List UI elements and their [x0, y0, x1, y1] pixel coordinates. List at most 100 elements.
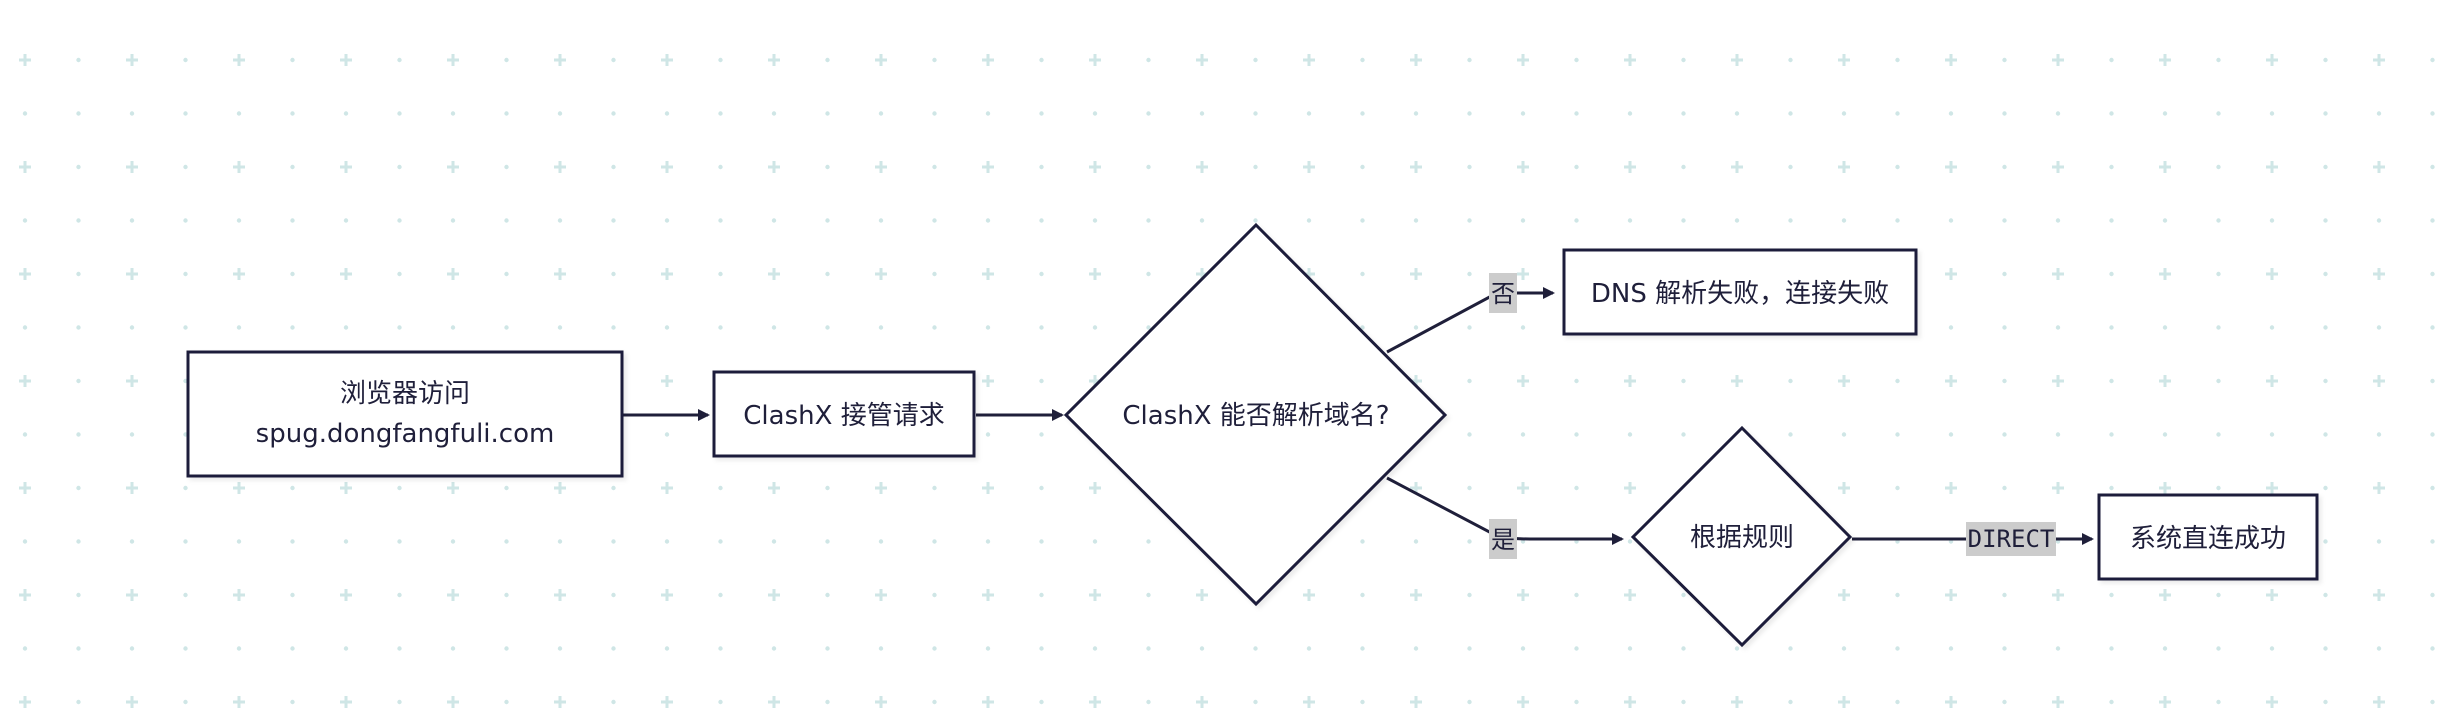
grid-dot — [825, 485, 830, 491]
grid-dot — [2216, 111, 2221, 116]
node-direct-success[interactable]: 系统直连成功 — [2097, 493, 2319, 581]
grid-dot — [2002, 592, 2007, 598]
grid-dot — [2002, 325, 2007, 330]
grid-plus — [126, 54, 138, 66]
grid-plus — [2159, 268, 2171, 280]
grid-plus — [2373, 375, 2385, 387]
grid-plus — [875, 268, 887, 280]
grid-dot — [76, 485, 81, 491]
node-dns-decision[interactable]: ClashX 能否解析域名? — [1063, 222, 1448, 607]
edge-label-no-text: 否 — [1491, 280, 1515, 308]
grid-dot — [664, 218, 670, 223]
grid-dot — [718, 111, 723, 116]
grid-dot — [183, 218, 188, 223]
grid-plus — [1945, 54, 1957, 66]
grid-dot — [1146, 539, 1151, 544]
grid-dot — [1092, 325, 1098, 330]
grid-plus — [2052, 482, 2064, 494]
grid-dot — [1574, 378, 1579, 384]
grid-dot — [1788, 57, 1793, 63]
grid-dot — [2430, 646, 2435, 651]
grid-dot — [236, 325, 242, 330]
grid-dot — [236, 646, 242, 651]
grid-dot — [343, 325, 349, 330]
grid-dot — [397, 592, 402, 598]
grid-dot — [397, 57, 402, 63]
grid-dot — [2269, 432, 2275, 437]
grid-plus — [126, 696, 138, 708]
grid-dot — [825, 271, 830, 277]
node-browser-access-line2: spug.dongfangfuli.com — [256, 419, 555, 449]
grid-dot — [397, 111, 402, 116]
grid-plus — [19, 161, 31, 173]
grid-plus — [233, 161, 245, 173]
grid-plus — [1517, 161, 1529, 173]
grid-dot — [2323, 111, 2328, 116]
grid-dot — [2430, 485, 2435, 491]
edge-dns-decision-to-fail[interactable] — [1386, 287, 1555, 354]
grid-dot — [343, 111, 349, 116]
grid-plus — [2052, 54, 2064, 66]
grid-dot — [771, 646, 777, 651]
grid-dot — [1841, 646, 1847, 651]
grid-dot — [1039, 57, 1044, 63]
node-rule-decision[interactable]: 根据规则 — [1630, 425, 1853, 648]
grid-plus — [340, 268, 352, 280]
grid-plus — [233, 54, 245, 66]
grid-dot — [1681, 699, 1686, 705]
grid-plus — [19, 375, 31, 387]
grid-dot — [985, 539, 991, 544]
grid-dot — [2323, 699, 2328, 705]
grid-plus — [1731, 161, 1743, 173]
grid-dot — [1039, 271, 1044, 277]
grid-dot — [2323, 485, 2328, 491]
grid-dot — [1895, 111, 1900, 116]
grid-dot — [1841, 432, 1847, 437]
grid-plus — [2052, 268, 2064, 280]
grid-plus — [447, 589, 459, 601]
grid-dot — [129, 646, 135, 651]
grid-dot — [1841, 218, 1847, 223]
grid-dot — [1039, 539, 1044, 544]
grid-dot — [1788, 218, 1793, 223]
grid-plus — [340, 482, 352, 494]
grid-dot — [1039, 699, 1044, 705]
grid-dot — [129, 111, 135, 116]
grid-dot — [2430, 57, 2435, 63]
edge-label-direct-text: DIRECT — [1968, 525, 2055, 553]
grid-dot — [1039, 218, 1044, 223]
grid-dot — [1467, 111, 1472, 116]
grid-dot — [2002, 646, 2007, 651]
grid-dot — [1306, 646, 1312, 651]
node-clashx-takeover[interactable]: ClashX 接管请求 — [712, 370, 976, 458]
grid-plus — [1303, 161, 1315, 173]
grid-dot — [771, 325, 777, 330]
grid-dot — [1895, 699, 1900, 705]
node-dns-fail[interactable]: DNS 解析失败，连接失败 — [1562, 248, 1918, 336]
node-browser-access[interactable]: 浏览器访问 spug.dongfangfuli.com — [186, 350, 624, 478]
grid-dot — [1681, 378, 1686, 384]
grid-plus — [1410, 161, 1422, 173]
grid-dot — [2269, 218, 2275, 223]
grid-dot — [2162, 218, 2168, 223]
grid-dot — [2216, 57, 2221, 63]
grid-dot — [2109, 164, 2114, 170]
grid-plus — [1945, 161, 1957, 173]
grid-plus — [661, 161, 673, 173]
grid-dot — [1467, 539, 1472, 544]
grid-dot — [76, 218, 81, 223]
grid-dot — [2430, 378, 2435, 384]
grid-dot — [183, 164, 188, 170]
grid-plus — [2159, 589, 2171, 601]
grid-dot — [1520, 432, 1526, 437]
grid-plus — [233, 696, 245, 708]
grid-plus — [1303, 54, 1315, 66]
grid-dot — [1948, 325, 1954, 330]
grid-dot — [290, 539, 295, 544]
grid-dot — [1895, 218, 1900, 223]
grid-dot — [1574, 699, 1579, 705]
grid-dot — [1360, 57, 1365, 63]
grid-dot — [825, 325, 830, 330]
grid-dot — [76, 271, 81, 277]
grid-dot — [2376, 432, 2382, 437]
